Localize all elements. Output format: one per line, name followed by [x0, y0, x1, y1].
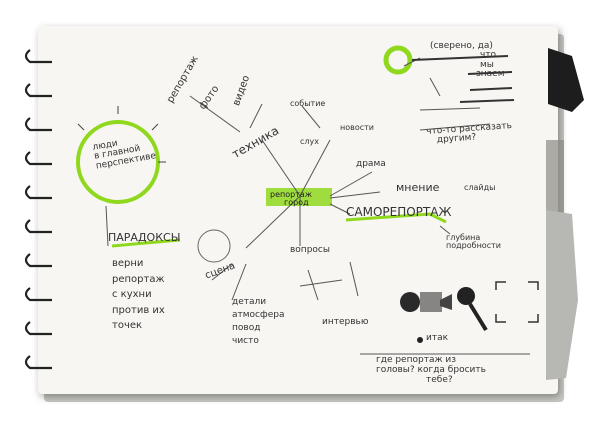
- bottom-mid-line-1: детали: [232, 297, 267, 307]
- note-event: событие: [290, 99, 326, 108]
- spiral-binding: [24, 49, 52, 370]
- frame-sketch: [495, 281, 539, 323]
- bottom-quote: где репортаж из головы? когда бросить те…: [376, 355, 486, 386]
- bottom-mid-note: детали атмосфера повод чисто: [232, 296, 284, 348]
- left-list-item: против их: [112, 304, 165, 316]
- scribbles: [411, 55, 515, 103]
- center-topic-line-2: город: [284, 198, 309, 208]
- top-right-line-2: что: [480, 50, 497, 61]
- note-questions: вопросы: [290, 245, 330, 255]
- note-depth-line-2: подробности: [446, 241, 501, 251]
- top-right-note: (сверено, да) что мы знаем: [430, 41, 505, 80]
- note-drama: драма: [356, 159, 386, 169]
- microphone-sketch: [457, 287, 488, 332]
- note-depth-line-1: глубина: [446, 233, 481, 242]
- rec-dot: [417, 337, 423, 343]
- left-list: верни репортаж с кухни против их точек: [112, 256, 165, 334]
- bottom-quote-line-1: где репортаж из: [376, 355, 457, 365]
- top-right-line-1: (сверено, да): [430, 41, 493, 51]
- top-right-line-4: знаем: [476, 69, 505, 80]
- note-interview: интервью: [322, 317, 369, 327]
- left-list-heading: ПАРАДОКСЫ: [108, 231, 181, 244]
- globe-sketch: [197, 229, 231, 263]
- note-rumor: слух: [300, 137, 319, 146]
- bottom-mid-line-2: атмосфера: [232, 310, 285, 321]
- note-rec: итак: [426, 333, 449, 343]
- left-list-item: верни: [112, 258, 144, 269]
- left-list-item: точек: [112, 320, 143, 331]
- mind-map-lines: [105, 57, 530, 355]
- note-opinion: мнение: [396, 181, 440, 194]
- note-news: новости: [340, 123, 374, 132]
- bottom-mid-line-3: повод: [232, 323, 261, 334]
- left-list-item: с кухни: [112, 289, 152, 300]
- notebook-tabs: [546, 48, 584, 380]
- center-topic: репортаж город: [270, 190, 312, 208]
- center-topic-line-1: репортаж: [270, 190, 312, 199]
- highlighter-marks: [76, 45, 447, 248]
- circle-rays: [77, 106, 166, 163]
- bottom-mid-line-4: чисто: [232, 336, 259, 347]
- bottom-quote-line-2: головы? когда бросить: [376, 364, 486, 375]
- note-self-reportage: САМОРЕПОРТАЖ: [346, 205, 452, 219]
- bottom-quote-line-3: тебе?: [426, 374, 453, 385]
- left-list-item: репортаж: [112, 273, 165, 285]
- top-right-line-3: мы: [480, 59, 494, 70]
- notebook-page: [38, 26, 558, 394]
- camera-sketch: [400, 292, 452, 312]
- note-slides: слайды: [464, 183, 496, 192]
- note-depth: глубина подробности: [446, 233, 501, 251]
